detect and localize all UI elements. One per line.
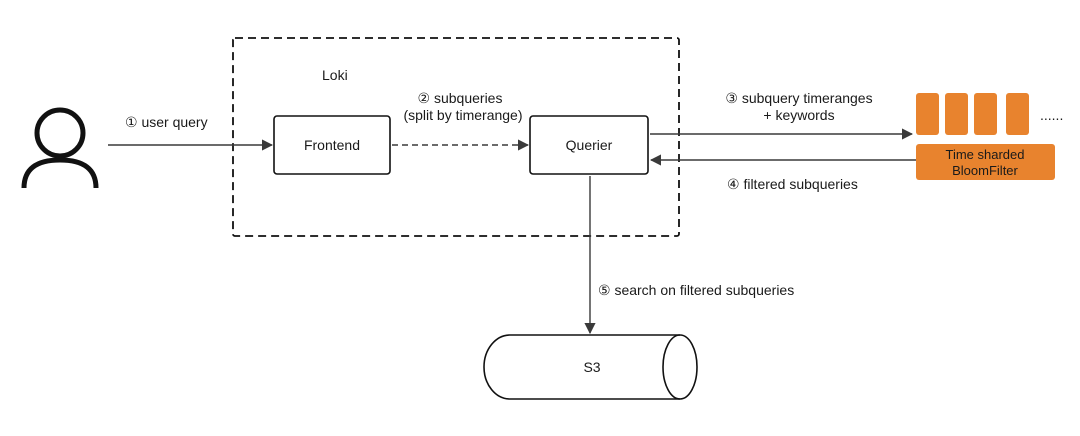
frontend-label: Frontend <box>304 137 360 153</box>
loki-group-label: Loki <box>322 67 348 83</box>
bloom-shard <box>945 93 968 135</box>
user-icon <box>21 107 99 189</box>
bloom-ellipsis: ...... <box>1040 107 1063 123</box>
bloom-shard <box>1006 93 1029 135</box>
filtered-label: ④ filtered subqueries <box>727 176 858 192</box>
search-label: ⑤ search on filtered subqueries <box>598 282 794 298</box>
bloom-shard <box>916 93 939 135</box>
timeranges-label-line2: + keywords <box>763 107 834 123</box>
bloom-filter-shards <box>916 93 1029 135</box>
s3-storage-icon[interactable] <box>483 334 698 400</box>
timeranges-label-line1: ③ subquery timeranges <box>725 90 872 106</box>
querier-box[interactable] <box>529 115 649 175</box>
subqueries-label-line2: (split by timerange) <box>403 107 522 123</box>
bloom-filter-label-line2: BloomFilter <box>952 163 1018 178</box>
subqueries-label-line1: ② subqueries <box>418 90 503 106</box>
user-query-label: ① user query <box>125 114 208 130</box>
frontend-box[interactable] <box>273 115 391 175</box>
bloom-filter-label-line1: Time sharded <box>946 147 1025 162</box>
bloom-shard <box>974 93 997 135</box>
loki-boundary <box>232 37 680 237</box>
s3-label: S3 <box>583 359 600 375</box>
bloom-filter-box[interactable] <box>916 144 1055 180</box>
querier-label: Querier <box>566 137 613 153</box>
